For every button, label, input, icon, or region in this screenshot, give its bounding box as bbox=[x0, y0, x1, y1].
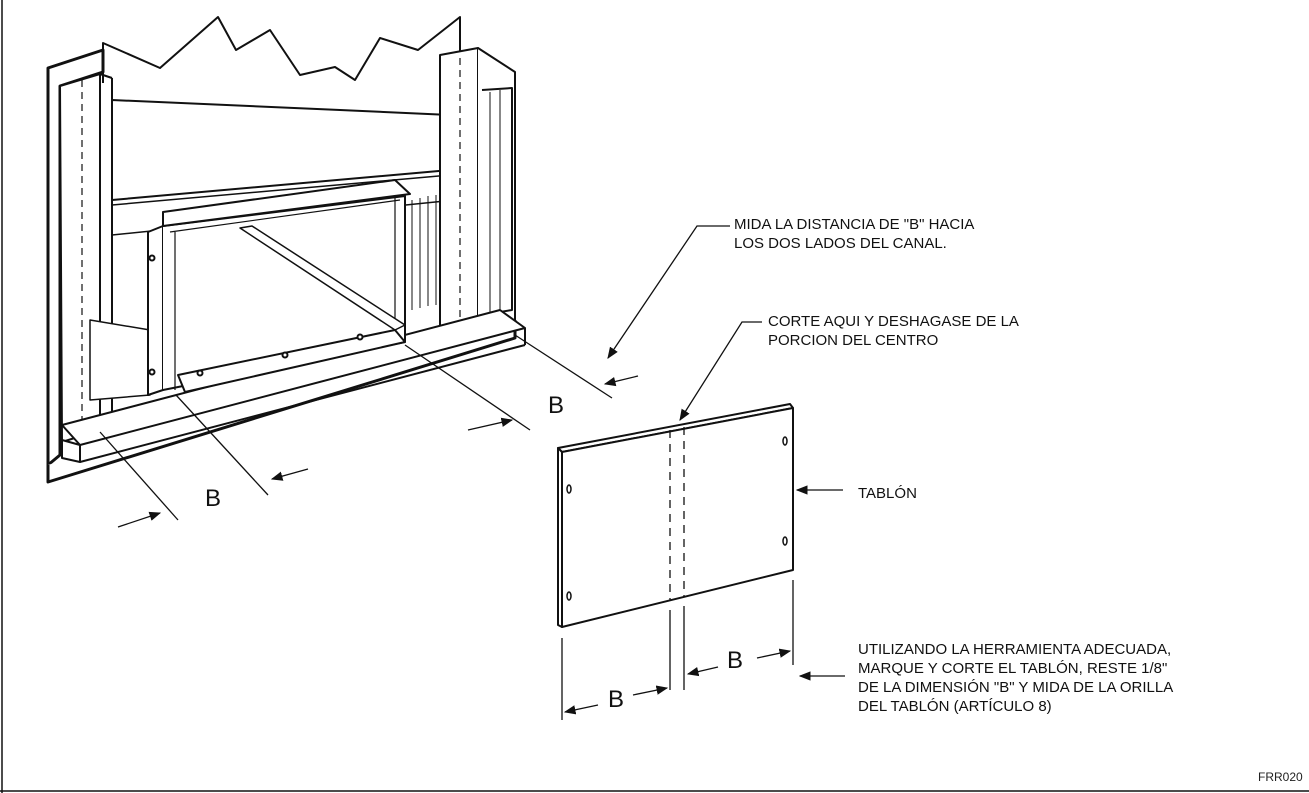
dimension-b-board-left: B bbox=[608, 686, 625, 713]
callout-leaders bbox=[607, 225, 845, 681]
dimension-b-right: B bbox=[548, 392, 565, 419]
frame-dimension-lines bbox=[99, 334, 639, 528]
board-dimension-lines bbox=[561, 580, 794, 720]
measure-callout: MIDA LA DISTANCIA DE "B" HACIA LOS DOS L… bbox=[734, 216, 975, 252]
instructions-callout: UTILIZANDO LA HERRAMIENTA ADECUADA, MARQ… bbox=[858, 641, 1174, 715]
cut-callout: CORTE AQUI Y DESHAGASE DE LA PORCION DEL… bbox=[768, 313, 1019, 349]
board bbox=[557, 403, 794, 628]
figure-code: FRR020 bbox=[1258, 770, 1303, 784]
dimension-b-board-right: B bbox=[727, 647, 744, 674]
board-callout: TABLÓN bbox=[858, 485, 917, 502]
dimension-b-left: B bbox=[205, 485, 222, 512]
window-frame bbox=[46, 16, 526, 484]
